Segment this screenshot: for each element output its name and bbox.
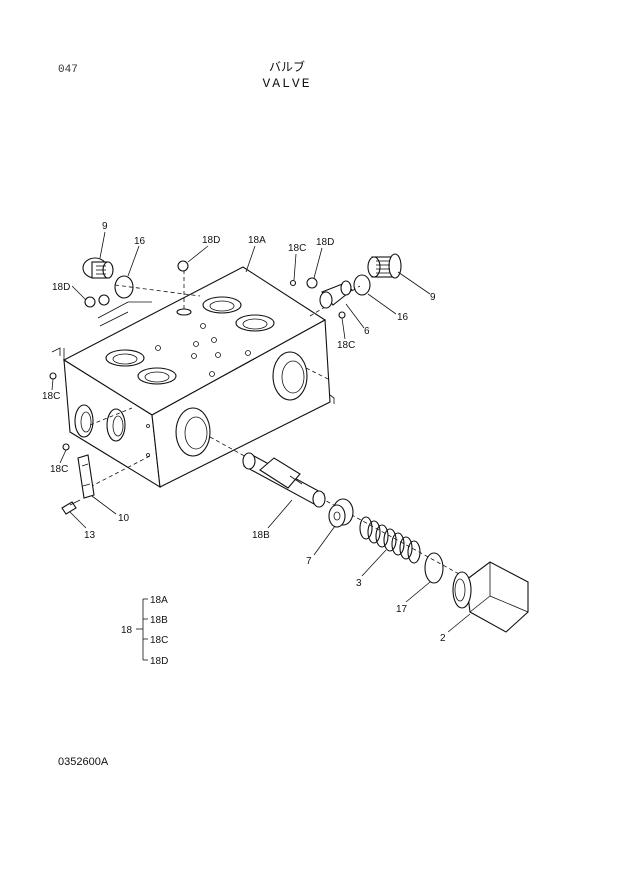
callout-18c-left-upper: 18C bbox=[42, 391, 60, 402]
callout-16-left: 16 bbox=[134, 236, 146, 247]
callout-16-right: 16 bbox=[397, 312, 409, 323]
callout-3: 3 bbox=[356, 578, 362, 589]
subparts-legend: 18 18A 18B 18C 18D bbox=[121, 595, 168, 667]
callout-18d-left: 18D bbox=[52, 282, 70, 293]
callout-18c-top: 18C bbox=[288, 243, 306, 254]
callout-18a: 18A bbox=[248, 235, 266, 246]
o-ring-right-part-16 bbox=[353, 274, 371, 296]
callout-7: 7 bbox=[306, 556, 312, 567]
ball-18c-left-lower bbox=[62, 443, 70, 451]
ball-18c-top bbox=[289, 279, 297, 287]
callout-18c-left-lower: 18C bbox=[50, 464, 68, 475]
ball-18d-top-right bbox=[306, 277, 318, 289]
callout-10: 10 bbox=[118, 513, 130, 524]
callout-18d-top: 18D bbox=[202, 235, 220, 246]
plug-right-part-9 bbox=[367, 253, 402, 279]
legend-item-18c: 18C bbox=[150, 635, 168, 646]
callout-labels: 9 16 18D 18A 18C 18D 9 16 6 18C 18D 18C … bbox=[42, 221, 446, 644]
callout-9-left: 9 bbox=[102, 221, 108, 232]
spool-part-18b bbox=[242, 452, 326, 508]
callout-18c-right: 18C bbox=[337, 340, 355, 351]
valve-body-block bbox=[51, 266, 335, 489]
callout-6: 6 bbox=[364, 326, 370, 337]
cap-nut-part-2 bbox=[452, 561, 529, 633]
callout-18d-top-right: 18D bbox=[316, 237, 334, 248]
callout-18b: 18B bbox=[252, 530, 270, 541]
screw-part-13 bbox=[61, 499, 81, 515]
leader-lines bbox=[51, 231, 471, 633]
callout-2: 2 bbox=[440, 633, 446, 644]
poppet-part-6 bbox=[319, 280, 353, 309]
cover-plate-part-10 bbox=[77, 454, 95, 499]
ball-18d-top bbox=[177, 260, 189, 272]
ball-18d-left-b bbox=[98, 294, 110, 306]
legend-parent: 18 bbox=[121, 625, 133, 636]
page-number: 047 bbox=[58, 64, 78, 76]
plug-left-part-9 bbox=[82, 257, 114, 279]
spring-seat-part-7 bbox=[328, 498, 354, 528]
ball-18d-left-a bbox=[84, 296, 96, 308]
callout-17: 17 bbox=[396, 604, 408, 615]
ball-18c-left-upper bbox=[49, 372, 57, 380]
ball-18c-right bbox=[338, 311, 346, 319]
legend-item-18d: 18D bbox=[150, 656, 168, 667]
callout-13: 13 bbox=[84, 530, 96, 541]
legend-item-18b: 18B bbox=[150, 615, 168, 626]
drawing-code: 0352600A bbox=[58, 756, 109, 768]
o-ring-part-17 bbox=[424, 552, 444, 584]
legend-item-18a: 18A bbox=[150, 595, 168, 606]
o-ring-left-part-16 bbox=[114, 275, 134, 299]
callout-9-right: 9 bbox=[430, 292, 436, 303]
title-japanese: バルブ bbox=[268, 60, 305, 74]
spring-part-3 bbox=[359, 516, 421, 564]
title-english: VALVE bbox=[262, 76, 312, 91]
